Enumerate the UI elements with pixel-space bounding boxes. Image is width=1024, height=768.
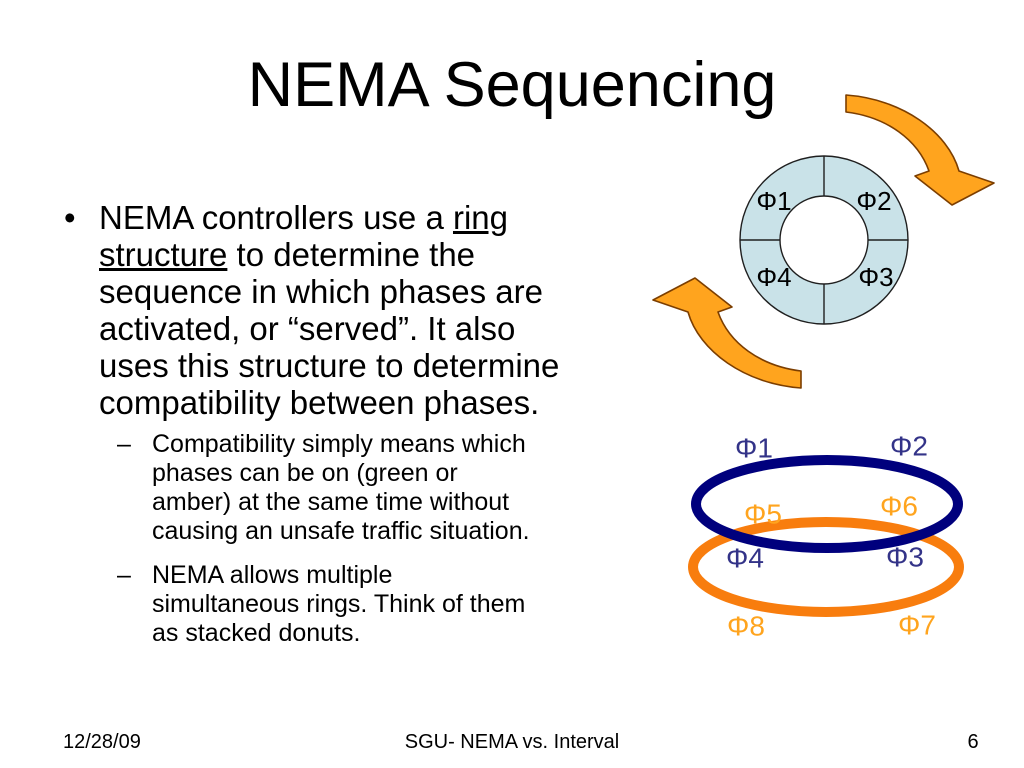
ring-phase-8-label: Φ8 — [727, 611, 765, 642]
ring-phase-6-label: Φ6 — [880, 491, 918, 522]
rotation-arrow-bottom-left — [652, 277, 802, 389]
donut-dividers — [740, 156, 908, 324]
sub-bullet-2-text: NEMA allows multiple simultaneous rings.… — [152, 561, 526, 647]
donut-phase-4-label: Φ4 — [756, 262, 791, 292]
ring-phase-1-label: Φ1 — [735, 433, 773, 464]
ring-phase-3-label: Φ3 — [886, 542, 924, 573]
rotation-arrow-top-right — [845, 94, 995, 206]
ring-phase-4-label: Φ4 — [726, 543, 764, 574]
ring-phase-7-label: Φ7 — [898, 610, 936, 641]
sub-bullet-dash: – — [117, 561, 131, 589]
ring1-navy-ellipse — [691, 455, 963, 553]
footer-page-number: 6 — [967, 731, 979, 753]
ring-phase-labels-orange: Φ5 Φ6 Φ8 Φ7 — [727, 491, 936, 642]
sub-bullet-1-text: Compatibility simply means which phases … — [152, 430, 530, 545]
donut-phase-2-label: Φ2 — [856, 186, 891, 216]
ring-phase-5-label: Φ5 — [744, 499, 782, 530]
bullet-dot: • — [64, 199, 76, 236]
slide-title: NEMA Sequencing — [247, 50, 777, 120]
footer-date: 12/28/09 — [63, 731, 141, 753]
main-bullet-underlined: ring structure — [99, 199, 509, 273]
main-bullet-text: NEMA controllers use a ring structure to… — [99, 199, 579, 421]
main-bullet-post: to determine the sequence in which phase… — [99, 236, 560, 421]
donut-ring: Φ1 Φ2 Φ4 Φ3 — [739, 155, 909, 325]
ring-phase-labels-blue: Φ1 Φ2 Φ4 Φ3 — [726, 431, 928, 574]
ring-phase-2-label: Φ2 — [890, 431, 928, 462]
donut-inner-outline — [779, 195, 869, 285]
donut-phase-3-label: Φ3 — [858, 262, 893, 292]
footer-title: SGU- NEMA vs. Interval — [404, 731, 620, 753]
donut-phase-labels: Φ1 Φ2 Φ4 Φ3 — [756, 186, 893, 292]
donut-phase-1-label: Φ1 — [756, 186, 791, 216]
ring2-orange-ellipse — [688, 517, 964, 617]
stacked-rings: Φ1 Φ2 Φ4 Φ3 Φ5 Φ6 Φ8 Φ7 — [688, 431, 964, 642]
main-bullet-pre: NEMA controllers use a — [99, 199, 453, 236]
sub-bullet-dash: – — [117, 430, 131, 458]
